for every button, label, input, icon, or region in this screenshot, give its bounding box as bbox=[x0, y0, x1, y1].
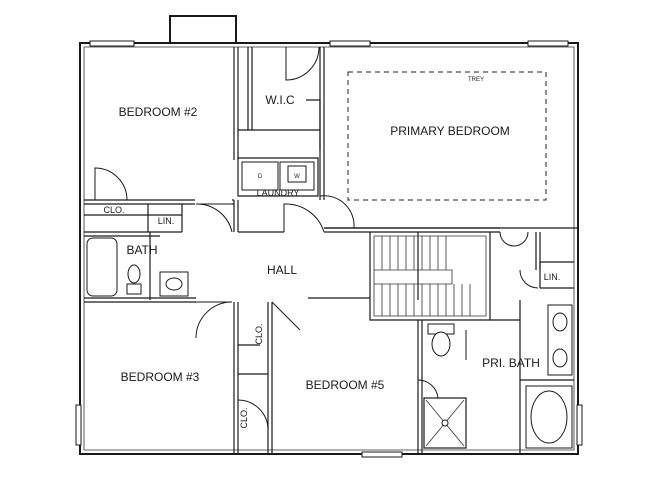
label-dryer: D bbox=[258, 174, 263, 180]
windows bbox=[75, 40, 583, 458]
stairs bbox=[373, 235, 487, 317]
label-bedroom3: BEDROOM #3 bbox=[121, 370, 200, 384]
label-bath: BATH bbox=[126, 243, 157, 257]
doors bbox=[94, 46, 539, 431]
label-bedroom5: BEDROOM #5 bbox=[306, 378, 385, 392]
label-pri-bath: PRI. BATH bbox=[482, 356, 540, 370]
label-lin-left: LIN. bbox=[158, 216, 175, 226]
toilet-bath bbox=[127, 264, 141, 284]
label-laundry: LAUNDRY bbox=[257, 188, 300, 198]
fixtures bbox=[86, 161, 573, 449]
chimney bbox=[169, 15, 237, 44]
room-labels: BEDROOM #2 W.I.C TREY PRIMARY BEDROOM D … bbox=[103, 77, 560, 429]
label-washer: W bbox=[294, 174, 300, 180]
label-bedroom2: BEDROOM #2 bbox=[119, 105, 198, 119]
interior-walls bbox=[84, 47, 578, 454]
label-primary-bedroom: PRIMARY BEDROOM bbox=[390, 124, 510, 138]
label-hall: HALL bbox=[267, 263, 297, 277]
label-clo-left: CLO. bbox=[103, 205, 124, 215]
label-wic: W.I.C bbox=[265, 93, 295, 107]
label-lin-right: LIN. bbox=[544, 272, 561, 282]
label-clo-mid-lower: CLO. bbox=[239, 407, 249, 428]
bathtub bbox=[86, 237, 118, 297]
tray-ceiling bbox=[347, 71, 547, 201]
label-trey: TREY bbox=[468, 77, 484, 83]
exterior-walls bbox=[79, 42, 579, 455]
dryer bbox=[241, 161, 279, 191]
label-clo-mid-upper: CLO. bbox=[254, 323, 264, 344]
